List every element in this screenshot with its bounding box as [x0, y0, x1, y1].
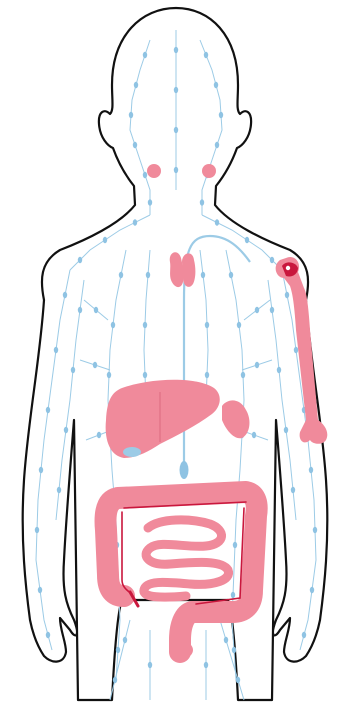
lymph-node [143, 172, 147, 178]
lymph-node [123, 637, 127, 643]
lymph-node [46, 407, 50, 413]
lymph-node [54, 347, 58, 353]
lymph-node [294, 347, 298, 353]
lymph-node [255, 307, 259, 313]
gallbladder [123, 447, 141, 457]
lymph-node [111, 322, 115, 328]
lymph-node [107, 372, 111, 378]
lymph-node [71, 367, 75, 373]
lymph-node [310, 587, 314, 593]
lymph-node [174, 47, 178, 53]
lymph-node [133, 142, 137, 148]
lymph-node [237, 322, 241, 328]
lymph-node [38, 587, 42, 593]
lymph-node [309, 467, 313, 473]
lymph-node [119, 272, 123, 278]
lymph-node [57, 487, 61, 493]
lymph-node [129, 112, 133, 118]
lymph-node [241, 372, 245, 378]
lymph-node [284, 427, 288, 433]
left-tonsil [147, 164, 161, 178]
lymph-node [245, 237, 249, 243]
lymph-node [200, 199, 204, 205]
lymph-node [219, 112, 223, 118]
lymph-node [97, 432, 101, 438]
lymph-node [201, 272, 205, 278]
lymph-node [205, 372, 209, 378]
right-tonsil [202, 164, 216, 178]
lymph-node [78, 257, 82, 263]
lymph-node [78, 307, 82, 313]
lymph-node [285, 292, 289, 298]
lymph-node [205, 322, 209, 328]
lymph-node [174, 167, 178, 173]
lymph-node [313, 527, 317, 533]
lymph-node [204, 52, 208, 58]
lymph-node [94, 307, 98, 313]
lymph-node [291, 487, 295, 493]
lymph-node [224, 637, 228, 643]
lymph-node [134, 82, 138, 88]
lymph-node [133, 219, 137, 225]
lymph-node [233, 542, 237, 548]
lymph-node [277, 367, 281, 373]
lymph-node [143, 372, 147, 378]
lymph-node [255, 362, 259, 368]
lymph-node [143, 52, 147, 58]
lymph-node [46, 632, 50, 638]
rectum [175, 642, 193, 658]
lymph-node [214, 82, 218, 88]
lymph-node [143, 322, 147, 328]
lymph-node [229, 272, 233, 278]
lymph-node [215, 142, 219, 148]
lymph-node [270, 307, 274, 313]
lymph-node [39, 467, 43, 473]
lymph-node [270, 257, 274, 263]
lymph-node [231, 592, 235, 598]
lymph-node [252, 432, 256, 438]
lymph-node [148, 662, 152, 668]
lymph-node [174, 127, 178, 133]
lymph-node [236, 677, 240, 683]
lymph-node [93, 362, 97, 368]
lymph-node [215, 219, 219, 225]
lymph-node [302, 632, 306, 638]
lymph-node [146, 272, 150, 278]
lymph-node [116, 647, 120, 653]
lymph-node [35, 527, 39, 533]
lymph-node [113, 677, 117, 683]
lymph-node [103, 237, 107, 243]
lymph-node [174, 87, 178, 93]
cisterna-chyli [180, 461, 189, 479]
lymph-node [64, 427, 68, 433]
lymph-node [232, 647, 236, 653]
lymph-node [204, 662, 208, 668]
lymph-node [63, 292, 67, 298]
lymph-node [148, 199, 152, 205]
